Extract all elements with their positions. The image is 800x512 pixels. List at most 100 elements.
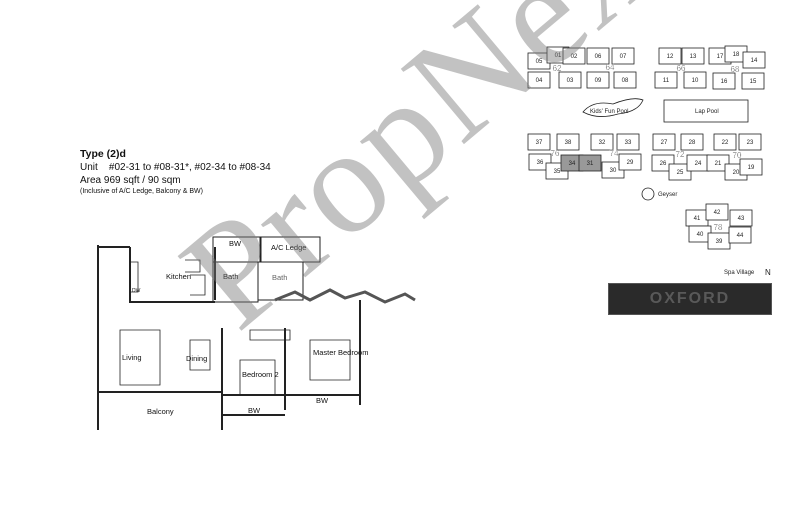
site-unit-33 — [616, 133, 640, 151]
site-unit-label: 33 — [625, 140, 632, 146]
site-unit-label: 08 — [622, 78, 629, 84]
site-unit-label: 42 — [714, 210, 721, 216]
site-unit-label: 06 — [595, 54, 602, 60]
site-unit-07 — [611, 47, 635, 65]
room-bedroom-2: Bedroom 2 — [242, 370, 279, 379]
site-block-label: 72 — [676, 150, 685, 159]
site-unit-38 — [556, 133, 580, 151]
kids-pool-label: Kids' Fun Pool — [590, 109, 629, 115]
room-bath-2: Bath — [272, 273, 287, 282]
site-unit-26 — [651, 154, 675, 172]
site-unit-label: 23 — [747, 140, 754, 146]
lap-pool-shape — [663, 99, 749, 123]
site-unit-04 — [527, 71, 551, 89]
site-unit-14 — [742, 51, 766, 69]
site-unit-label: 36 — [537, 160, 544, 166]
site-unit-label: 27 — [661, 140, 668, 146]
site-unit-label: 11 — [663, 78, 670, 84]
room-living: Living — [122, 353, 142, 362]
site-unit-label: 38 — [565, 140, 572, 146]
site-unit-22 — [713, 133, 737, 151]
site-unit-21 — [706, 154, 730, 172]
site-unit-label: 05 — [536, 59, 543, 65]
site-unit-09 — [586, 71, 610, 89]
room-ac-ledge: A/C Ledge — [271, 243, 306, 252]
room-balcony: Balcony — [147, 407, 174, 416]
dw-label: DW — [132, 288, 141, 294]
site-unit-label: 35 — [554, 169, 561, 175]
site-unit-label: 34 — [569, 161, 576, 167]
site-unit-03 — [558, 71, 582, 89]
site-unit-29 — [618, 153, 642, 171]
site-block-label: 74 — [610, 149, 619, 158]
site-unit-label: 28 — [689, 140, 696, 146]
site-unit-label: 26 — [660, 161, 667, 167]
site-unit-label: 13 — [690, 54, 697, 60]
site-unit-label: 22 — [722, 140, 729, 146]
site-unit-23 — [738, 133, 762, 151]
site-unit-label: 25 — [677, 170, 684, 176]
spa-village-label: Spa Village — [724, 270, 755, 276]
site-unit-label: 17 — [717, 54, 724, 60]
site-block-label: 66 — [677, 64, 686, 73]
site-unit-44 — [728, 226, 752, 244]
site-unit-label: 04 — [536, 78, 543, 84]
logo-bar: OXFORD — [608, 283, 772, 315]
site-unit-02 — [562, 47, 586, 65]
site-unit-label: 41 — [694, 216, 701, 222]
site-unit-31 — [578, 154, 602, 172]
room-kitchen: Kitchen — [166, 272, 191, 281]
geyser-label: Geyser — [658, 192, 677, 198]
room-bath-1: Bath — [223, 272, 238, 281]
site-unit-label: 29 — [627, 160, 634, 166]
site-unit-label: 14 — [751, 58, 758, 64]
site-unit-28 — [680, 133, 704, 151]
site-unit-11 — [654, 71, 678, 89]
site-unit-15 — [741, 72, 765, 90]
site-unit-16 — [712, 72, 736, 90]
site-unit-label: 10 — [692, 78, 699, 84]
site-unit-12 — [658, 47, 682, 65]
site-block-label: 62 — [553, 64, 562, 73]
site-block-label: 70 — [733, 151, 742, 160]
site-unit-36 — [528, 153, 552, 171]
site-unit-label: 30 — [610, 168, 617, 174]
area-note: (Inclusive of A/C Ledge, Balcony & BW) — [80, 188, 203, 195]
site-block-label: 78 — [714, 223, 723, 232]
unit-numbers: Unit #02-31 to #08-31*, #02-34 to #08-34 — [80, 162, 271, 173]
site-unit-label: 03 — [567, 78, 574, 84]
site-unit-32 — [590, 133, 614, 151]
site-unit-37 — [527, 133, 551, 151]
site-unit-label: 01 — [555, 53, 562, 59]
site-block-label: 68 — [731, 65, 740, 74]
logo-bar-text: OXFORD — [649, 290, 731, 307]
site-unit-43 — [729, 209, 753, 227]
sketch-scribble — [274, 288, 416, 304]
site-unit-13 — [681, 47, 705, 65]
site-unit-label: 32 — [599, 140, 606, 146]
site-unit-06 — [586, 47, 610, 65]
site-unit-label: 44 — [737, 233, 744, 239]
room-bw-bottom: BW — [248, 406, 261, 415]
room-bw-top: BW — [229, 239, 242, 248]
site-unit-label: 37 — [536, 140, 543, 146]
site-unit-label: 31 — [587, 161, 594, 167]
unit-type: Type (2)d — [80, 148, 126, 160]
site-unit-label: 09 — [595, 78, 602, 84]
geyser-icon — [641, 187, 655, 201]
site-unit-label: 12 — [667, 54, 674, 60]
site-unit-label: 43 — [738, 216, 745, 222]
walls — [97, 236, 361, 430]
room-bw-right: BW — [316, 396, 329, 405]
site-unit-25 — [668, 163, 692, 181]
site-unit-19 — [739, 158, 763, 176]
site-features: Kids' Fun Pool Lap Pool Geyser Spa Villa… — [582, 98, 771, 277]
site-unit-label: 21 — [715, 161, 722, 167]
room-master-bedroom: Master Bedroom — [313, 348, 368, 357]
site-unit-label: 40 — [697, 232, 704, 238]
site-unit-10 — [683, 71, 707, 89]
site-unit-label: 15 — [750, 79, 757, 85]
room-dining: Dining — [186, 354, 207, 363]
